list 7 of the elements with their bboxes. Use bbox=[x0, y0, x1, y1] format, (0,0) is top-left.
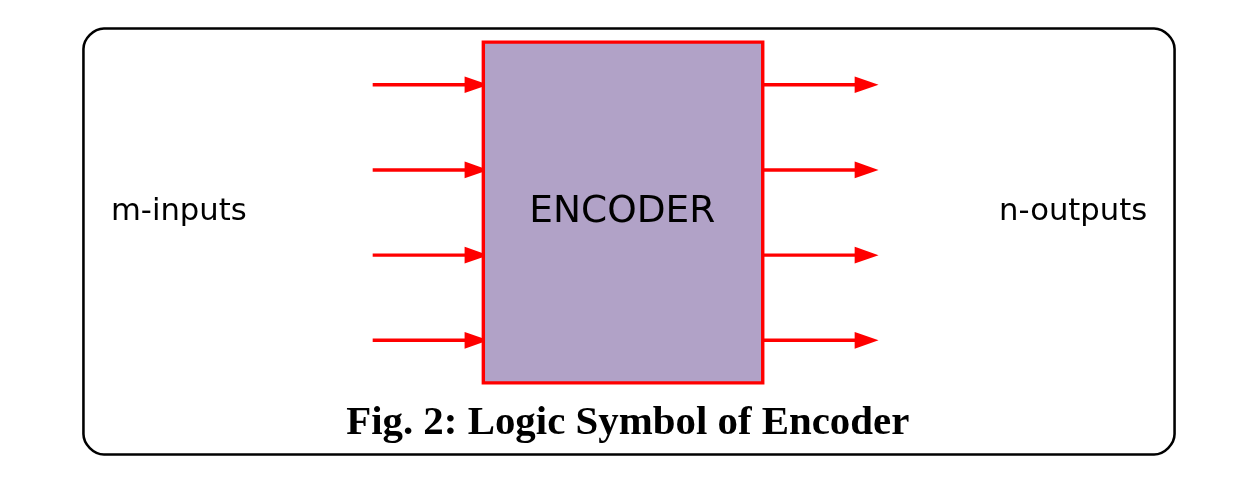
arrow bbox=[762, 246, 879, 264]
arrow bbox=[762, 161, 879, 179]
arrow bbox=[762, 76, 879, 94]
label: n-outputs bbox=[998, 192, 1147, 228]
node-box: ENCODER bbox=[481, 40, 764, 385]
arrow bbox=[762, 331, 879, 349]
label: m-inputs bbox=[110, 192, 247, 228]
